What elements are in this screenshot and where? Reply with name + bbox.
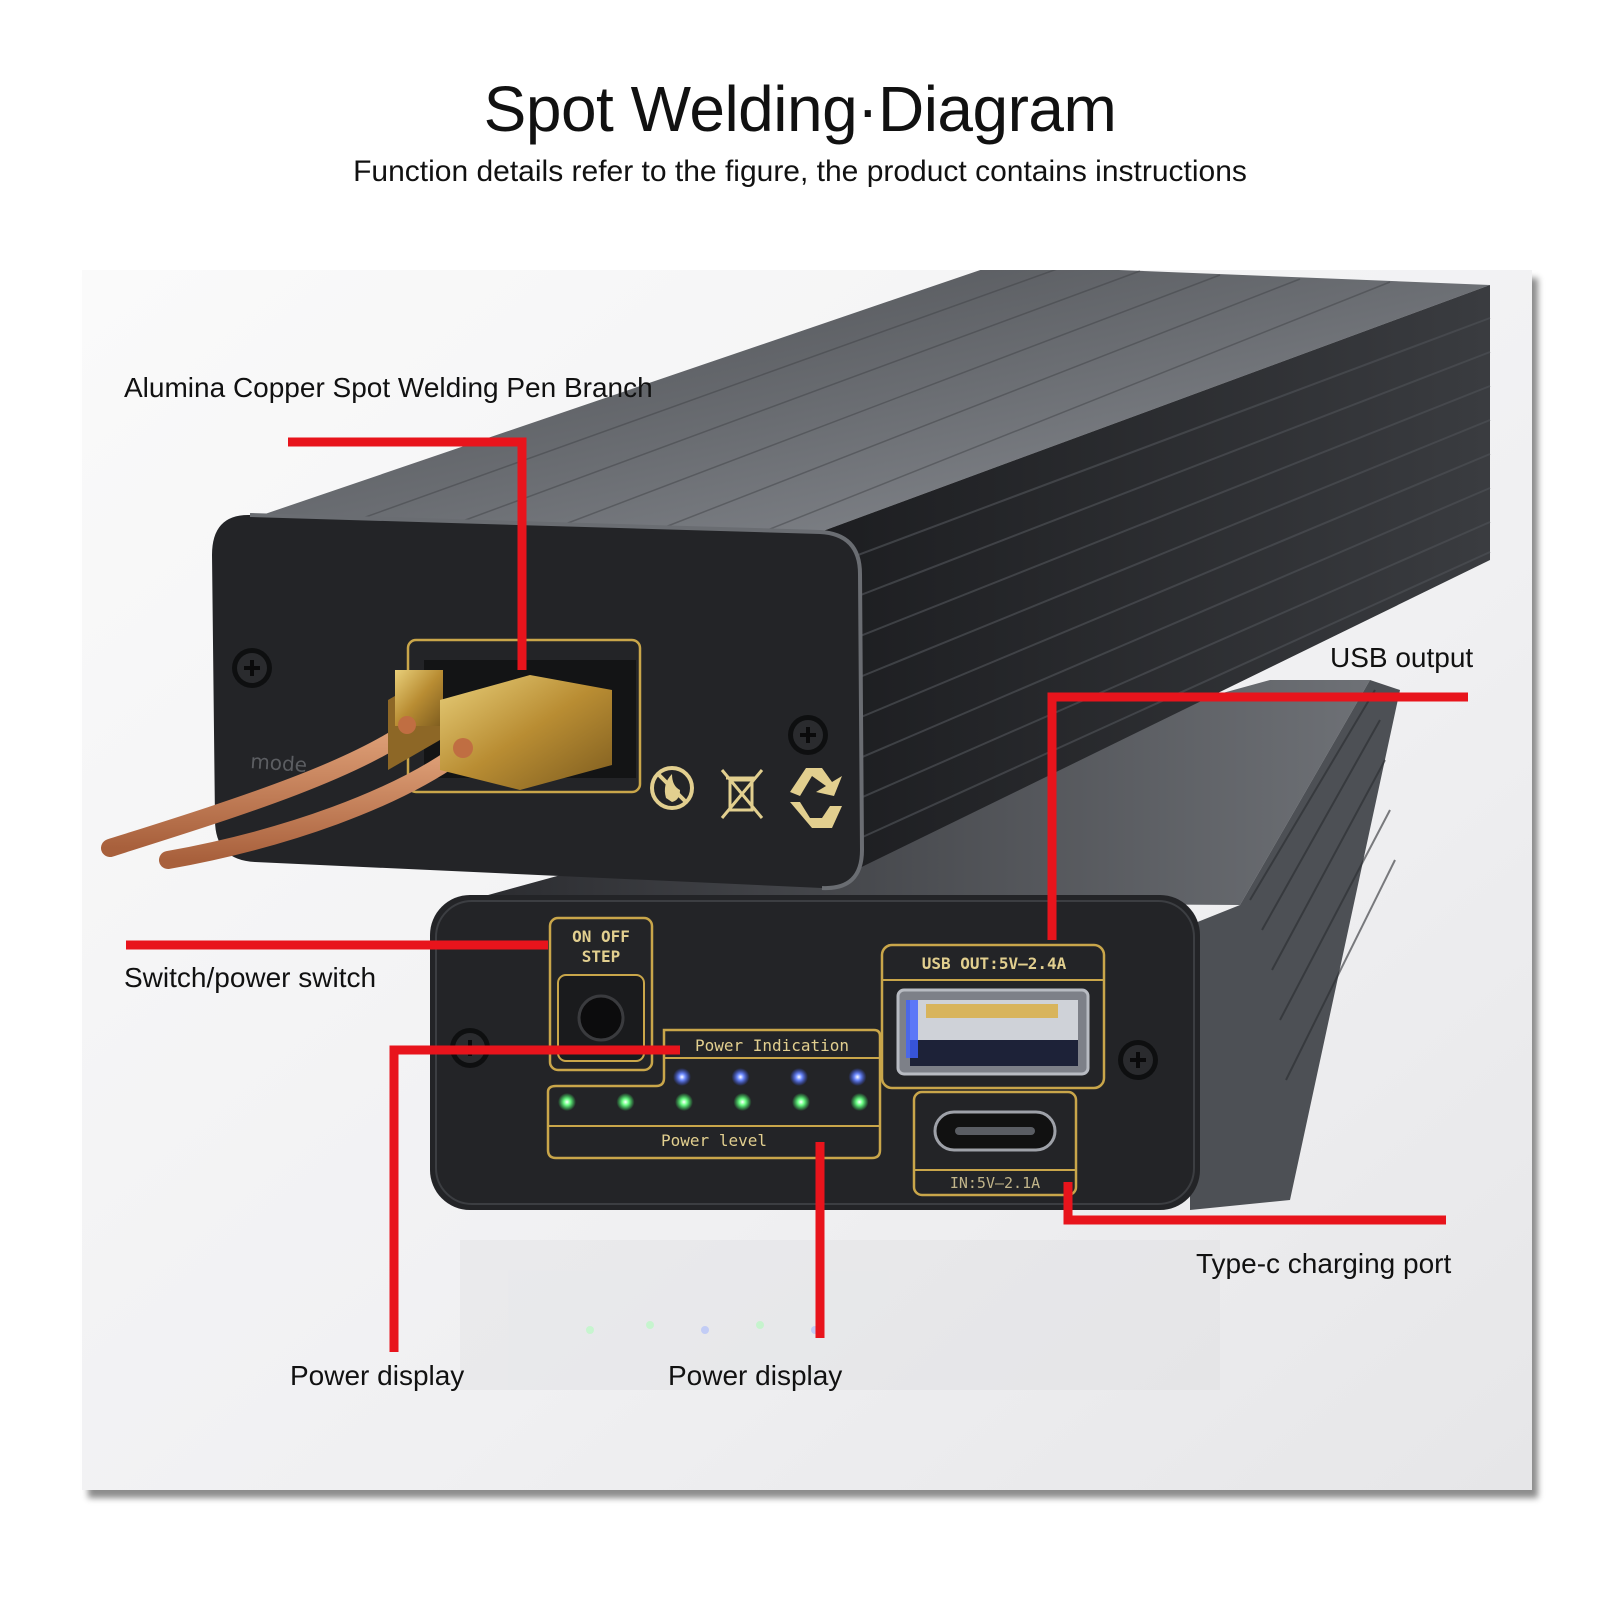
green-led: [558, 1093, 576, 1111]
callout-label-typec-port: Type-c charging port: [1196, 1248, 1452, 1279]
upper-top-surface: [262, 270, 1490, 535]
switch-frame: [548, 916, 654, 1072]
typec-frame: [912, 1090, 1078, 1197]
power-indication-text: Power Indication: [695, 1036, 849, 1055]
screw-icon: [788, 715, 828, 755]
blue-led-row: [673, 1068, 867, 1086]
green-led: [616, 1093, 635, 1111]
product-photo: ON OFF STEP Power Indication Power level…: [82, 270, 1532, 1490]
callout-line-typec-port: [1063, 1182, 1446, 1225]
table-reflection: [460, 1240, 1220, 1390]
waste-bin-icon: [720, 769, 764, 819]
blue-led: [673, 1068, 691, 1086]
green-led: [850, 1093, 869, 1111]
green-led: [675, 1093, 693, 1111]
green-led: [733, 1093, 752, 1111]
brass-clamp: [395, 670, 443, 726]
model-text: mode: [250, 749, 308, 777]
power-level-text: Power level: [661, 1131, 767, 1150]
callout-line-power-display-1: [389, 1045, 680, 1352]
recycle-icon: [790, 768, 842, 828]
usb-rating-text: USB OUT:5V–2.4A: [922, 954, 1067, 973]
callout-lines: [126, 437, 1468, 1352]
typec-rating-text: IN:5V–2.1A: [950, 1174, 1040, 1192]
power-switch-button[interactable]: [577, 994, 625, 1042]
switch-on-off-text: ON OFF: [572, 927, 630, 946]
callout-line-pen-branch: [288, 437, 527, 670]
callout-label-power-switch: Switch/power switch: [124, 962, 377, 993]
brass-clamp: [440, 675, 612, 790]
copper-pen-rod: [159, 736, 479, 869]
blue-led: [731, 1068, 750, 1086]
callout-label-power-display-1: Power display: [290, 1360, 465, 1391]
page-title: Spot Welding·Diagram: [483, 73, 1117, 145]
green-led-row: [558, 1093, 869, 1111]
switch-step-text: STEP: [582, 947, 621, 966]
callout-line-usb-output: [1047, 692, 1468, 940]
usb-frame: [880, 943, 1106, 1090]
page-subtitle: Function details refer to the figure, th…: [353, 155, 1247, 188]
screw-icon: [232, 648, 272, 688]
callout-label-pen-branch: Alumina Copper Spot Welding Pen Branch: [124, 372, 653, 403]
green-led: [792, 1093, 810, 1111]
upper-side-surface: [812, 285, 1490, 880]
power-indicator-frame: [546, 1028, 882, 1160]
upper-device: mode: [101, 270, 1491, 891]
blue-led: [848, 1068, 867, 1086]
callout-label-usb-output: USB output: [1330, 642, 1474, 673]
no-fire-icon: [650, 766, 694, 810]
callout-label-power-display-2: Power display: [668, 1360, 843, 1391]
product-illustration: ON OFF STEP Power Indication Power level…: [82, 270, 1532, 1490]
screw-icon: [1118, 1040, 1158, 1080]
blue-led: [790, 1068, 808, 1086]
